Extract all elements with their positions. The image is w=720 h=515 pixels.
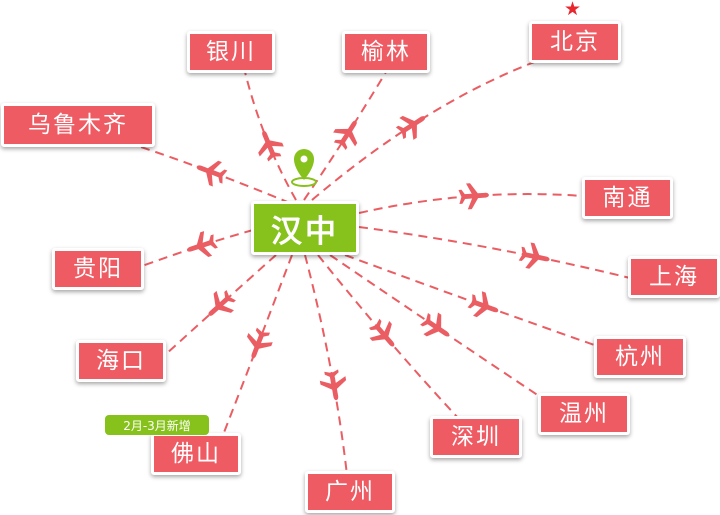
city-nantong: 南通	[582, 177, 673, 219]
route-wenzhou	[329, 254, 546, 401]
airplane-icon	[458, 183, 489, 210]
route-yinchuan	[244, 71, 297, 201]
city-yulin: 榆林	[342, 31, 430, 73]
airplane-icons	[187, 115, 550, 401]
airplane-icon	[208, 289, 236, 316]
airplane-icon	[246, 327, 273, 359]
new-routes-badge: 2月-3月新增	[105, 415, 209, 435]
city-urumqi: 乌鲁木齐	[1, 103, 155, 147]
city-haikou: 海口	[76, 340, 166, 382]
airplane-icon	[467, 291, 499, 318]
airplane-icon	[333, 120, 358, 150]
airplane-icon	[395, 115, 426, 140]
city-guangzhou: 广州	[305, 471, 395, 513]
airplane-icon	[518, 242, 550, 269]
airplane-icon	[319, 369, 347, 401]
city-yinchuan: 银川	[187, 31, 275, 73]
city-foshan: 佛山	[151, 433, 241, 475]
city-shenzhen: 深圳	[430, 416, 522, 458]
airplane-icon	[258, 131, 284, 162]
route-guangzhou	[304, 254, 348, 476]
airplane-icon	[196, 160, 228, 187]
location-pin-icon	[291, 149, 317, 187]
airplane-icon	[187, 231, 218, 258]
route-shanghai	[358, 226, 631, 279]
airplane-icon	[420, 312, 450, 337]
city-shanghai: 上海	[628, 256, 720, 298]
route-urumqi	[134, 144, 291, 204]
route-beijing	[311, 57, 546, 201]
airplane-icon	[368, 318, 395, 347]
city-beijing: 北京	[529, 21, 621, 63]
star-icon: ★	[564, 0, 582, 20]
city-wenzhou: 温州	[538, 393, 630, 435]
route-yulin	[303, 71, 387, 201]
hub-city-hanzhong: 汉中	[251, 201, 359, 255]
city-guiyang: 贵阳	[52, 248, 144, 290]
route-haikou	[164, 254, 277, 356]
city-hangzhou: 杭州	[594, 336, 686, 378]
